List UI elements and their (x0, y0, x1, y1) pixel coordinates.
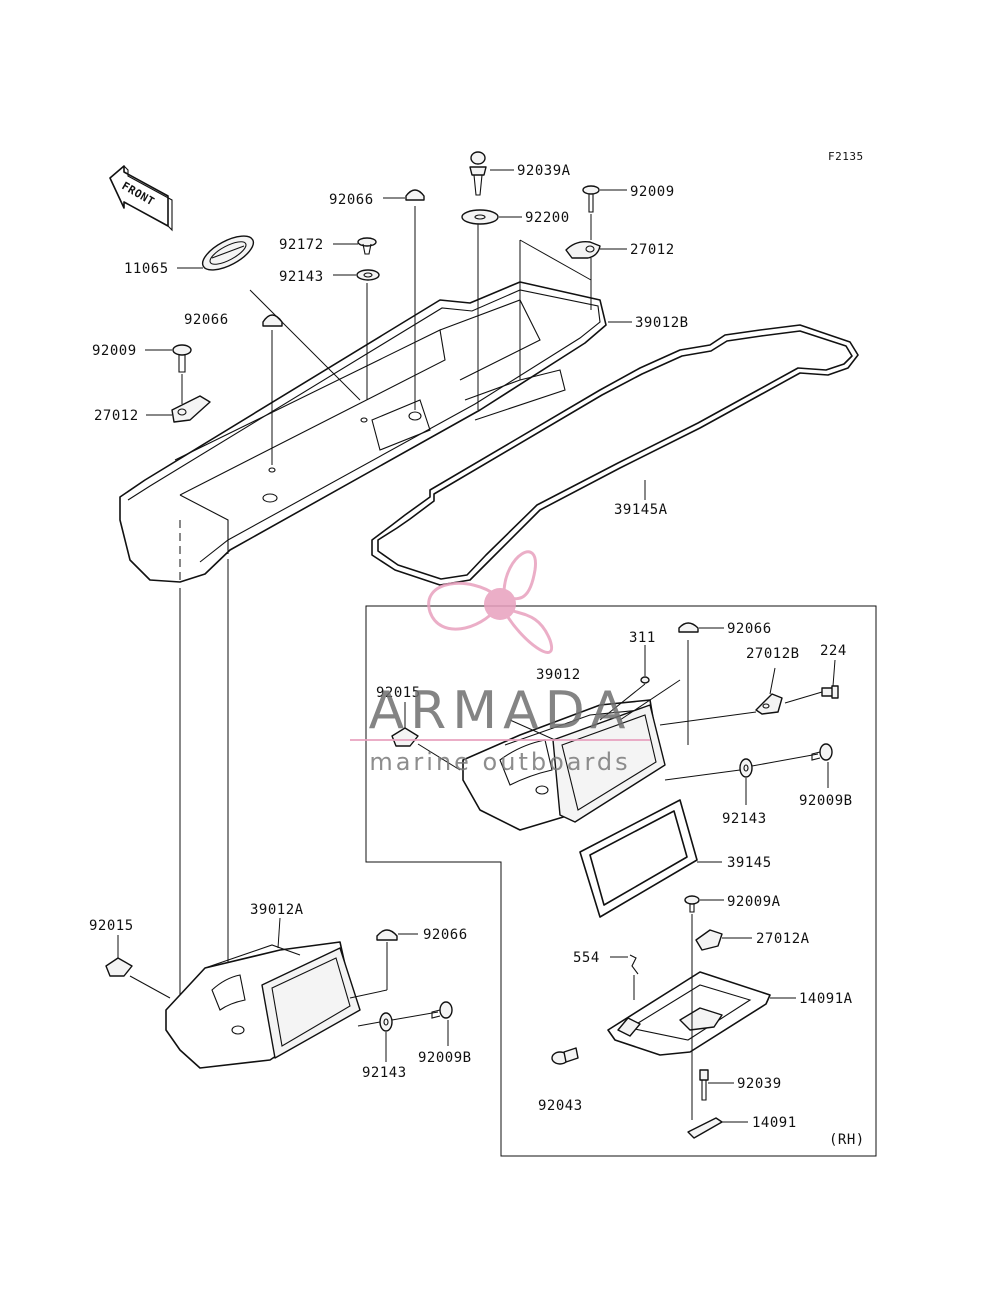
gasket-39145A (371, 324, 859, 586)
label-14091[interactable]: 14091 (752, 1115, 797, 1131)
part-27012-left-icon (171, 395, 211, 423)
label-27012B[interactable]: 27012B (746, 646, 800, 662)
label-39012[interactable]: 39012 (536, 667, 581, 683)
label-39012B[interactable]: 39012B (635, 315, 689, 331)
part-224-icon (821, 685, 839, 699)
part-14091-icon (687, 1117, 723, 1139)
cover-39012A (165, 941, 361, 1069)
part-92172-icon (357, 237, 377, 255)
part-92143-top-icon (356, 269, 380, 281)
propeller-logo-icon (427, 550, 554, 654)
part-554-icon (629, 954, 639, 975)
part-14091A-lid (607, 971, 771, 1056)
upper-leader-lines (145, 169, 646, 1000)
front-arrow-icon: FRONT (109, 165, 173, 232)
label-27012-top[interactable]: 27012 (630, 242, 675, 258)
rh-detail-frame (365, 605, 877, 1157)
part-92066-low-icon (376, 929, 398, 941)
label-92015-box[interactable]: 92015 (376, 685, 421, 701)
part-labels: 92039A 92009 92066 92200 92172 27012 110… (89, 163, 865, 1148)
part-92009-left-icon (172, 344, 192, 373)
label-92066-box[interactable]: 92066 (727, 621, 772, 637)
label-92043[interactable]: 92043 (538, 1098, 583, 1114)
label-11065[interactable]: 11065 (124, 261, 169, 277)
cover-39012B (119, 281, 607, 583)
part-92143-box-icon (739, 758, 753, 778)
part-92066-box-icon (678, 622, 699, 633)
label-311[interactable]: 311 (629, 630, 656, 646)
label-92009A[interactable]: 92009A (727, 894, 781, 910)
label-39145A[interactable]: 39145A (614, 502, 668, 518)
label-92066-left[interactable]: 92066 (184, 312, 229, 328)
rh-side-note: (RH) (829, 1132, 865, 1148)
label-14091A[interactable]: 14091A (799, 991, 853, 1007)
part-11065-icon (201, 235, 255, 271)
rh-leader-lines (404, 627, 836, 1123)
label-39145[interactable]: 39145 (727, 855, 772, 871)
part-92009B-box-icon (811, 743, 833, 761)
part-92043-icon (551, 1047, 579, 1065)
label-92066-top[interactable]: 92066 (329, 192, 374, 208)
label-39012A[interactable]: 39012A (250, 902, 304, 918)
label-92015-left[interactable]: 92015 (89, 918, 134, 934)
label-554[interactable]: 554 (573, 950, 600, 966)
label-92039[interactable]: 92039 (737, 1076, 782, 1092)
label-92009B-box[interactable]: 92009B (799, 793, 853, 809)
label-224[interactable]: 224 (820, 643, 847, 659)
label-92009-top[interactable]: 92009 (630, 184, 675, 200)
label-92039A[interactable]: 92039A (517, 163, 571, 179)
armada-watermark: ARMADA marine outboards (350, 550, 650, 776)
label-92200[interactable]: 92200 (525, 210, 570, 226)
part-92066-top-icon (405, 189, 425, 201)
watermark-tagline: marine outboards (369, 748, 630, 776)
watermark-brand: ARMADA (369, 681, 632, 741)
label-27012-left[interactable]: 27012 (94, 408, 139, 424)
lower-leader-lines (117, 917, 449, 1062)
part-311-icon (640, 676, 650, 684)
part-92039A-icon (469, 151, 487, 196)
part-27012A-icon (695, 929, 723, 951)
label-92143-top[interactable]: 92143 (279, 269, 324, 285)
label-92143-low[interactable]: 92143 (362, 1065, 407, 1081)
part-92009A-icon (684, 895, 700, 913)
label-27012A[interactable]: 27012A (756, 931, 810, 947)
label-92009-left[interactable]: 92009 (92, 343, 137, 359)
part-27012B-icon (755, 693, 783, 715)
part-92200-icon (461, 209, 499, 225)
label-92143-box[interactable]: 92143 (722, 811, 767, 827)
part-92009-top-icon (582, 185, 600, 213)
part-92015-left-icon (105, 957, 133, 977)
part-92039-icon (699, 1069, 709, 1101)
gasket-39145 (579, 799, 698, 918)
label-92066-low[interactable]: 92066 (423, 927, 468, 943)
part-92066-left-icon (262, 314, 283, 327)
part-27012-top-icon (565, 240, 601, 259)
label-92009B-low[interactable]: 92009B (418, 1050, 472, 1066)
figure-code: F2135 (828, 150, 864, 163)
part-92143-low-icon (379, 1012, 393, 1032)
part-92009B-low-icon (431, 1001, 453, 1019)
label-92172[interactable]: 92172 (279, 237, 324, 253)
